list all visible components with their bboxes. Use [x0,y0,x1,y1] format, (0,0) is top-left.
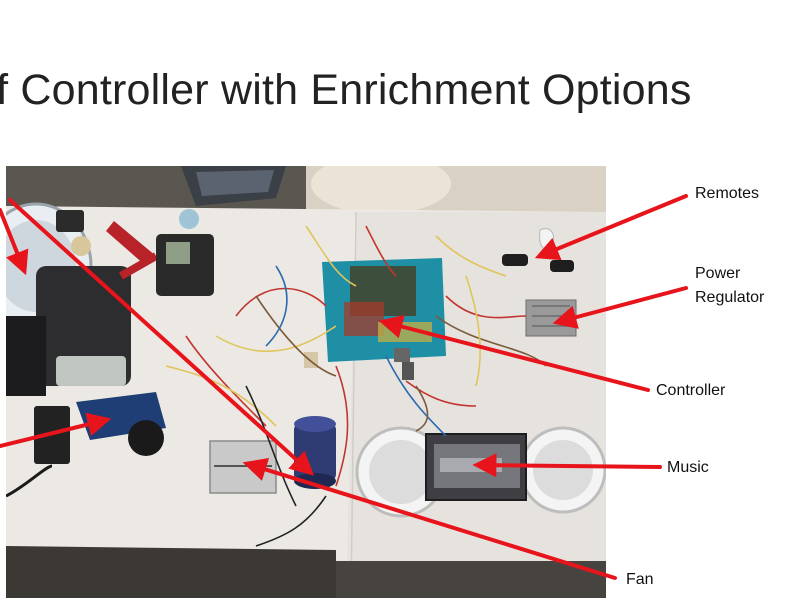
remotes-label: Remotes [695,185,760,202]
music-arrow [472,453,662,478]
hardware-photo-drawing [6,166,606,598]
power-regulator-arrow [552,286,688,329]
hardware-photo [6,166,606,598]
music-label: Music [667,459,709,476]
fan-arrow [242,457,617,580]
controller-arrow [378,314,650,392]
fan-label: Fan [626,571,654,588]
left-top-arrow [0,208,29,276]
remotes-arrow [534,194,688,261]
power-regulator-label-line1: Power [695,265,741,282]
power-regulator-label-line2: Regulator [695,289,765,306]
slide-title: of Controller with Enrichment Options [0,66,692,114]
left-bottom-arrow [0,412,112,448]
left-long-arrow [8,198,315,476]
controller-label: Controller [656,382,726,399]
